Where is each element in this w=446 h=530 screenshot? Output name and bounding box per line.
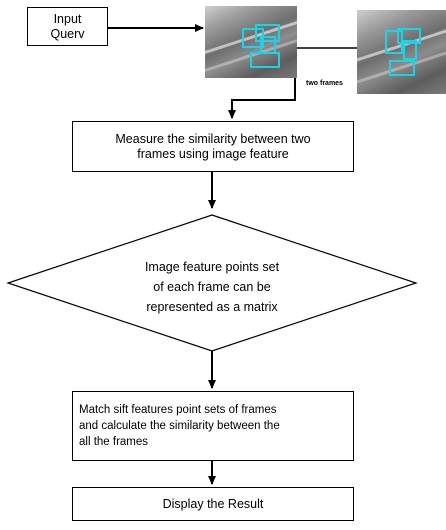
- match-features-box: Match sift features point sets of frames…: [72, 391, 354, 461]
- input-query-label: Input Querv: [50, 11, 85, 41]
- display-result-box: Display the Result: [72, 487, 354, 521]
- feature-box: [242, 28, 264, 48]
- decision-label: Image feature points set of each frame c…: [144, 260, 280, 314]
- input-query-box: Input Querv: [27, 7, 108, 46]
- decision-text: Image feature points set of each frame c…: [100, 257, 324, 317]
- arrow-frames-to-measure: [228, 78, 296, 119]
- two-frames-label: two frames: [306, 80, 343, 87]
- feature-box: [397, 28, 421, 44]
- frame-image-2: [357, 10, 446, 94]
- feature-box: [389, 60, 415, 76]
- feature-box: [250, 52, 280, 68]
- match-features-text: Match sift features point sets of frames…: [79, 404, 280, 448]
- feature-box: [403, 40, 417, 60]
- measure-similarity-text: Measure the similarity between two frame…: [115, 131, 311, 161]
- feature-box: [255, 24, 280, 42]
- display-result-text: Display the Result: [162, 496, 264, 511]
- frame-image-1: [205, 6, 297, 78]
- measure-similarity-box: Measure the similarity between two frame…: [72, 121, 354, 172]
